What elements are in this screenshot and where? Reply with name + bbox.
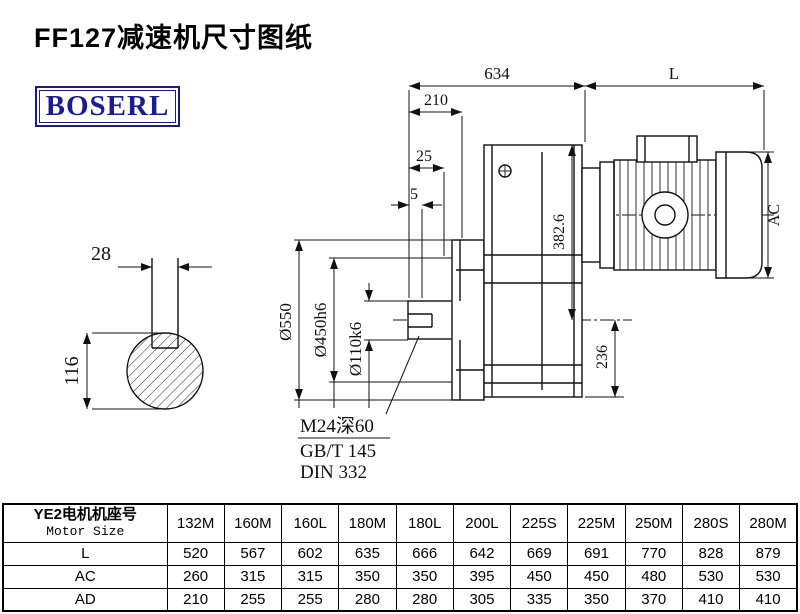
cell-AD-2: 255 xyxy=(281,587,340,612)
cell-L-9: 828 xyxy=(681,541,741,566)
cell-L-10: 879 xyxy=(739,541,798,566)
cell-L-2: 602 xyxy=(281,541,340,566)
col-header-180M: 180M xyxy=(338,503,397,543)
shaft-end-dimensions: 28 116 xyxy=(61,243,212,410)
cell-AD-1: 255 xyxy=(223,587,283,612)
col-header-225S: 225S xyxy=(510,503,569,543)
cell-AD-6: 335 xyxy=(510,587,569,612)
motor-size-table: YE2电机机座号 Motor Size 132M 160M 160L 180M … xyxy=(2,503,798,612)
cell-AC-7: 450 xyxy=(567,564,626,589)
dim-5-label: 5 xyxy=(410,186,418,203)
note-gbt-label: GB/T 145 xyxy=(300,441,376,462)
dim-AC-label: AC xyxy=(766,204,783,226)
dim-634-label: 634 xyxy=(484,64,510,83)
cell-L-7: 691 xyxy=(567,541,626,566)
motor-size-header-cell: YE2电机机座号 Motor Size xyxy=(2,503,168,543)
main-view-dimensions: 634 L 210 25 5 AC xyxy=(276,64,783,408)
note-m24-label: M24深60 xyxy=(300,415,374,437)
cell-L-1: 567 xyxy=(223,541,283,566)
cell-AC-0: 260 xyxy=(166,564,225,589)
motor-size-label-cn: YE2电机机座号 xyxy=(33,506,137,524)
table-row-L: L 520 567 602 635 666 642 669 691 770 82… xyxy=(2,541,798,566)
fan-cowl xyxy=(715,151,763,279)
dim-550-label: Ø550 xyxy=(276,303,295,341)
col-header-225M: 225M xyxy=(567,503,626,543)
dim-110-label: Ø110k6 xyxy=(346,322,365,376)
col-header-200L: 200L xyxy=(452,503,512,543)
motor-hub-inner xyxy=(654,204,676,226)
shaft-section-circle xyxy=(126,332,204,410)
cell-AC-8: 480 xyxy=(624,564,683,589)
mounting-flange xyxy=(451,239,485,401)
row-label-L: L xyxy=(2,541,168,566)
col-header-250M: 250M xyxy=(624,503,683,543)
dim-L-label: L xyxy=(669,64,679,83)
dim-382-label: 382.6 xyxy=(551,214,568,250)
col-header-180L: 180L xyxy=(395,503,454,543)
cell-L-6: 669 xyxy=(510,541,569,566)
col-header-160L: 160L xyxy=(281,503,340,543)
col-header-280S: 280S xyxy=(681,503,741,543)
cell-AC-2: 315 xyxy=(281,564,340,589)
cell-AC-5: 395 xyxy=(452,564,512,589)
cell-L-0: 520 xyxy=(166,541,225,566)
cell-AC-6: 450 xyxy=(510,564,569,589)
bore-notes: M24深60 GB/T 145 DIN 332 xyxy=(298,335,420,483)
brand-logo-text: BOSERL xyxy=(45,90,170,122)
col-header-160M: 160M xyxy=(223,503,283,543)
dim-key-width-label: 28 xyxy=(91,243,111,265)
cell-AD-0: 210 xyxy=(166,587,225,612)
cell-AC-4: 350 xyxy=(395,564,454,589)
dim-450-label: Ø450h6 xyxy=(311,303,330,358)
cell-AD-7: 350 xyxy=(567,587,626,612)
cell-AC-10: 530 xyxy=(739,564,798,589)
dim-25-label: 25 xyxy=(416,148,432,165)
page-title: FF127减速机尺寸图纸 xyxy=(34,23,314,53)
table-row-AD: AD 210 255 255 280 280 305 335 350 370 4… xyxy=(2,587,798,612)
gear-housing xyxy=(483,144,583,398)
cell-AD-4: 280 xyxy=(395,587,454,612)
cell-AD-5: 305 xyxy=(452,587,512,612)
cell-L-8: 770 xyxy=(624,541,683,566)
note-din-label: DIN 332 xyxy=(300,462,367,483)
row-label-AC: AC xyxy=(2,564,168,589)
cell-AC-9: 530 xyxy=(681,564,741,589)
col-header-280M: 280M xyxy=(739,503,798,543)
cell-AD-10: 410 xyxy=(739,587,798,612)
motor-adapter xyxy=(581,167,601,263)
brand-logo-box: BOSERL xyxy=(35,86,180,127)
motor-size-label-en: Motor Size xyxy=(46,524,125,540)
leader-line xyxy=(385,335,420,415)
table-header-row: YE2电机机座号 Motor Size 132M 160M 160L 180M … xyxy=(2,503,798,543)
dim-236-label: 236 xyxy=(594,345,611,369)
cell-AD-3: 280 xyxy=(338,587,397,612)
cell-L-3: 635 xyxy=(338,541,397,566)
table-row-AC: AC 260 315 315 350 350 395 450 450 480 5… xyxy=(2,564,798,589)
row-label-AD: AD xyxy=(2,587,168,612)
cell-L-4: 666 xyxy=(395,541,454,566)
terminal-box xyxy=(636,135,698,163)
technical-drawing: 28 116 xyxy=(61,64,783,483)
reducer-side-view xyxy=(407,135,763,401)
cell-AC-1: 315 xyxy=(223,564,283,589)
dim-shaft-height-label: 116 xyxy=(61,356,83,385)
cell-AC-3: 350 xyxy=(338,564,397,589)
cell-AD-8: 370 xyxy=(624,587,683,612)
dim-210-label: 210 xyxy=(424,92,448,109)
cell-AD-9: 410 xyxy=(681,587,741,612)
shaft-end-view xyxy=(126,258,204,410)
col-header-132M: 132M xyxy=(166,503,225,543)
cell-L-5: 642 xyxy=(452,541,512,566)
motor-endbell xyxy=(599,161,615,269)
